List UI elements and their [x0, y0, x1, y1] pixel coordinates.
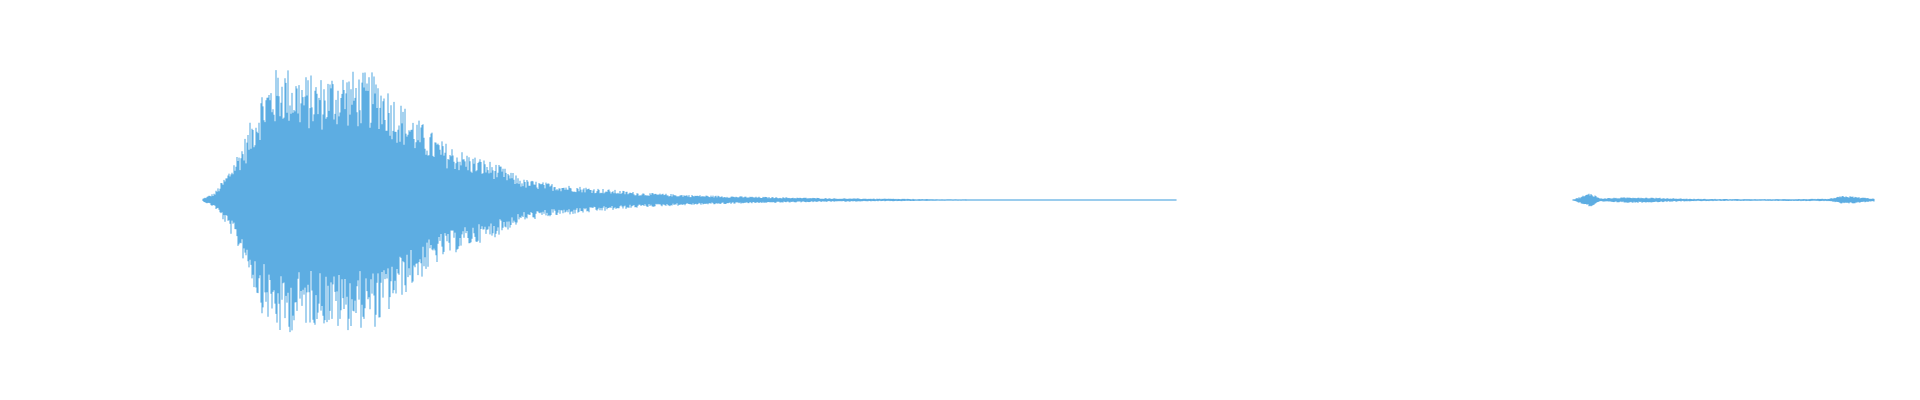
waveform-main-transient	[202, 70, 1177, 333]
waveform-group	[202, 70, 1875, 333]
